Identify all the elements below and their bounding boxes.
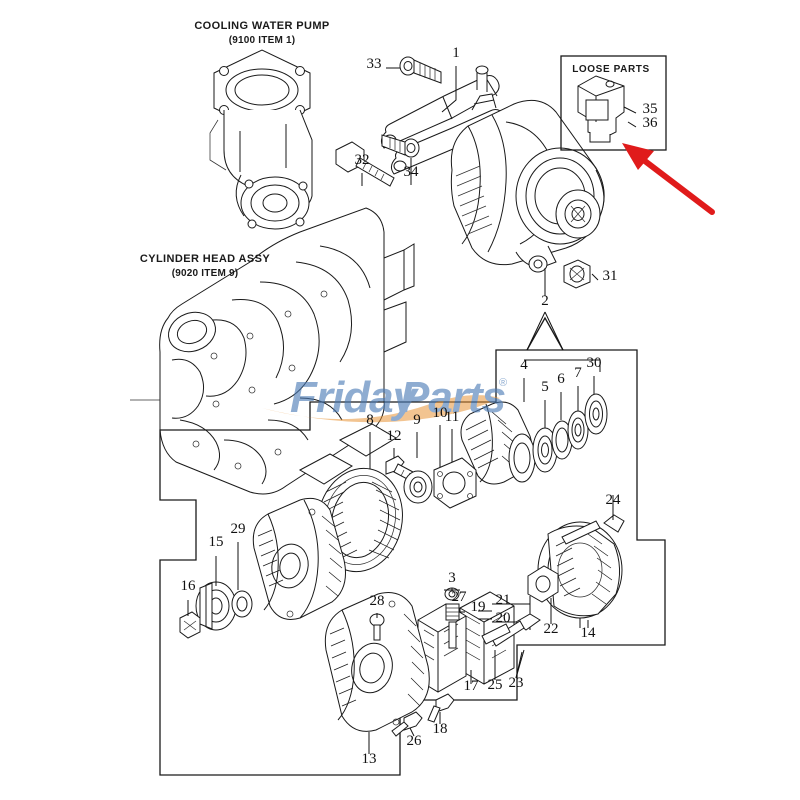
cooling-water-pump-drawing	[209, 49, 313, 230]
callout-number-17: 17	[464, 678, 480, 694]
callout-number-6: 6	[557, 371, 565, 387]
callout-number-18: 18	[433, 721, 448, 737]
bolt-34-drawing	[381, 134, 420, 158]
callout-number-33: 33	[367, 56, 382, 72]
callout-number-26: 26	[407, 733, 423, 749]
cylinder-head-title: CYLINDER HEAD ASSY	[140, 253, 271, 265]
callout-number-31: 31	[603, 268, 618, 284]
callout-number-23: 23	[509, 675, 524, 691]
callout-number-25: 25	[488, 677, 503, 693]
callout-number-24: 24	[606, 492, 622, 508]
callout-number-28: 28	[370, 593, 385, 609]
bolt-32-drawing	[335, 141, 395, 187]
loose-parts-title: LOOSE PARTS	[572, 64, 650, 75]
nut-31-drawing	[563, 259, 591, 289]
callout-number-35: 35	[643, 101, 658, 117]
rotor-and-bearings-drawing	[460, 393, 608, 485]
callout-number-34: 34	[404, 164, 420, 180]
front-housing-drawing	[252, 497, 346, 620]
callout-number-1: 1	[452, 45, 460, 61]
watermark-swoosh	[262, 395, 500, 423]
callout-number-11: 11	[445, 409, 459, 425]
small-fasteners-drawing	[369, 425, 477, 509]
callout-number-12: 12	[387, 428, 402, 444]
red-annotation-arrow	[622, 143, 715, 215]
callout-number-30: 30	[587, 355, 602, 371]
cylinder-head-subtitle: (9020 ITEM 9)	[172, 268, 239, 279]
callout-number-20: 20	[496, 610, 511, 626]
callout-number-22: 22	[544, 621, 559, 637]
callout-number-13: 13	[362, 751, 377, 767]
callout-number-36: 36	[643, 115, 659, 131]
exploded-view-boundary	[159, 316, 666, 776]
callout-number-3: 3	[448, 570, 456, 586]
callout-number-4: 4	[520, 357, 528, 373]
callout-number-7: 7	[574, 365, 582, 381]
misc-bolts-drawing	[369, 587, 465, 737]
callout-number-21: 21	[496, 592, 511, 608]
callout-number-9: 9	[413, 412, 421, 428]
callout-number-16: 16	[181, 578, 197, 594]
cooling-water-pump-title: COOLING WATER PUMP	[194, 20, 329, 32]
fridayparts-watermark: Friday Parts ®	[262, 373, 507, 423]
watermark-text-friday: Friday	[290, 373, 420, 422]
loose-parts-box	[560, 55, 667, 151]
callout-number-15: 15	[209, 534, 224, 550]
rear-bracket-drawing	[324, 592, 430, 754]
callout-number-14: 14	[581, 625, 597, 641]
callout-number-29: 29	[231, 521, 246, 537]
callout-number-27: 27	[452, 589, 468, 605]
watermark-text-parts: Parts	[400, 373, 505, 422]
pulley-assembly-drawing	[179, 543, 253, 639]
watermark-registered-mark: ®	[499, 377, 507, 389]
bolt-33-drawing	[399, 56, 442, 84]
callout-number-19: 19	[471, 599, 486, 615]
callout-number-5: 5	[541, 379, 549, 395]
callout-number-32: 32	[355, 152, 370, 168]
callout-leader-lines	[187, 66, 637, 754]
callout-number-8: 8	[366, 412, 374, 428]
callout-number-10: 10	[433, 405, 448, 421]
rear-cover-drawing	[527, 495, 625, 628]
alternator-assembly-drawing	[450, 65, 605, 273]
callout-number-2: 2	[541, 293, 549, 309]
cooling-water-pump-subtitle: (9100 ITEM 1)	[229, 35, 296, 46]
